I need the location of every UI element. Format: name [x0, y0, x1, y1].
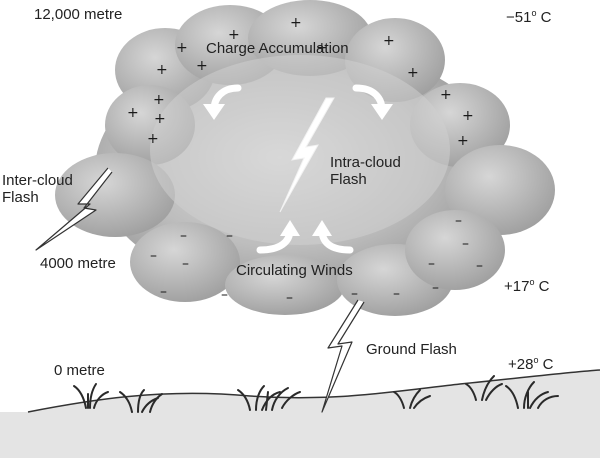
negative-charges: – – – – – – – – – – – – – –	[150, 213, 483, 306]
positive-charge: +	[316, 40, 328, 56]
positive-charges: + + + + + + + + + + + + + + +	[127, 15, 474, 149]
circulating-winds-label: Circulating Winds	[236, 262, 353, 279]
temperature-label-ground: +28o C	[508, 355, 554, 373]
negative-charge: –	[351, 286, 358, 302]
negative-charge: –	[180, 228, 187, 244]
charge-accumulation-label: Charge Accumulation	[206, 40, 349, 57]
grass-tuft	[393, 389, 431, 409]
altitude-label-4000: 4000 metre	[40, 255, 116, 272]
grass-tuft	[465, 375, 503, 401]
grass-tuft	[119, 389, 163, 413]
positive-charge: +	[196, 58, 208, 74]
grass-tuft	[73, 383, 109, 409]
negative-charge: –	[226, 228, 233, 244]
positive-charge: +	[154, 111, 166, 127]
circulation-arrows	[203, 84, 393, 254]
positive-charge: +	[440, 87, 452, 103]
inter-cloud-flash-label: Inter-cloud Flash	[2, 172, 73, 207]
altitude-label-0: 0 metre	[54, 362, 105, 379]
negative-charge: –	[286, 290, 293, 306]
grass-tufts	[73, 375, 559, 413]
intra-cloud-flash-label: Intra-cloud Flash	[330, 154, 401, 189]
negative-charge: –	[393, 286, 400, 302]
positive-charge: +	[156, 62, 168, 78]
ground-flash-label: Ground Flash	[366, 341, 457, 358]
ground-flash-lightning-bolt	[321, 299, 365, 413]
positive-charge: +	[176, 40, 188, 56]
negative-charge: –	[221, 287, 228, 303]
inter-cloud-lightning-bolt	[35, 167, 113, 251]
temperature-label-middle: +17o C	[504, 277, 550, 295]
positive-charge: +	[407, 65, 419, 81]
altitude-label-12000: 12,000 metre	[34, 6, 123, 23]
positive-charge: +	[127, 105, 139, 121]
positive-charge: +	[147, 131, 159, 147]
ground-line	[27, 369, 600, 413]
positive-charge: +	[290, 15, 302, 31]
ground-surface	[0, 370, 600, 458]
positive-charge: +	[462, 108, 474, 124]
negative-charge: –	[182, 256, 189, 272]
negative-charge: –	[160, 284, 167, 300]
negative-charge: –	[476, 258, 483, 274]
positive-charge: +	[228, 27, 240, 43]
positive-charge: +	[457, 133, 469, 149]
negative-charge: –	[455, 213, 462, 229]
grass-tuft	[237, 385, 301, 411]
grass-tuft	[505, 381, 559, 409]
positive-charge: +	[383, 33, 395, 49]
temperature-label-top: −51o C	[506, 8, 552, 26]
negative-charge: –	[462, 236, 469, 252]
negative-charge: –	[428, 256, 435, 272]
negative-charge: –	[150, 248, 157, 264]
intra-cloud-lightning-bolt	[279, 97, 335, 213]
positive-charge: +	[153, 92, 165, 108]
negative-charge: –	[432, 280, 439, 296]
